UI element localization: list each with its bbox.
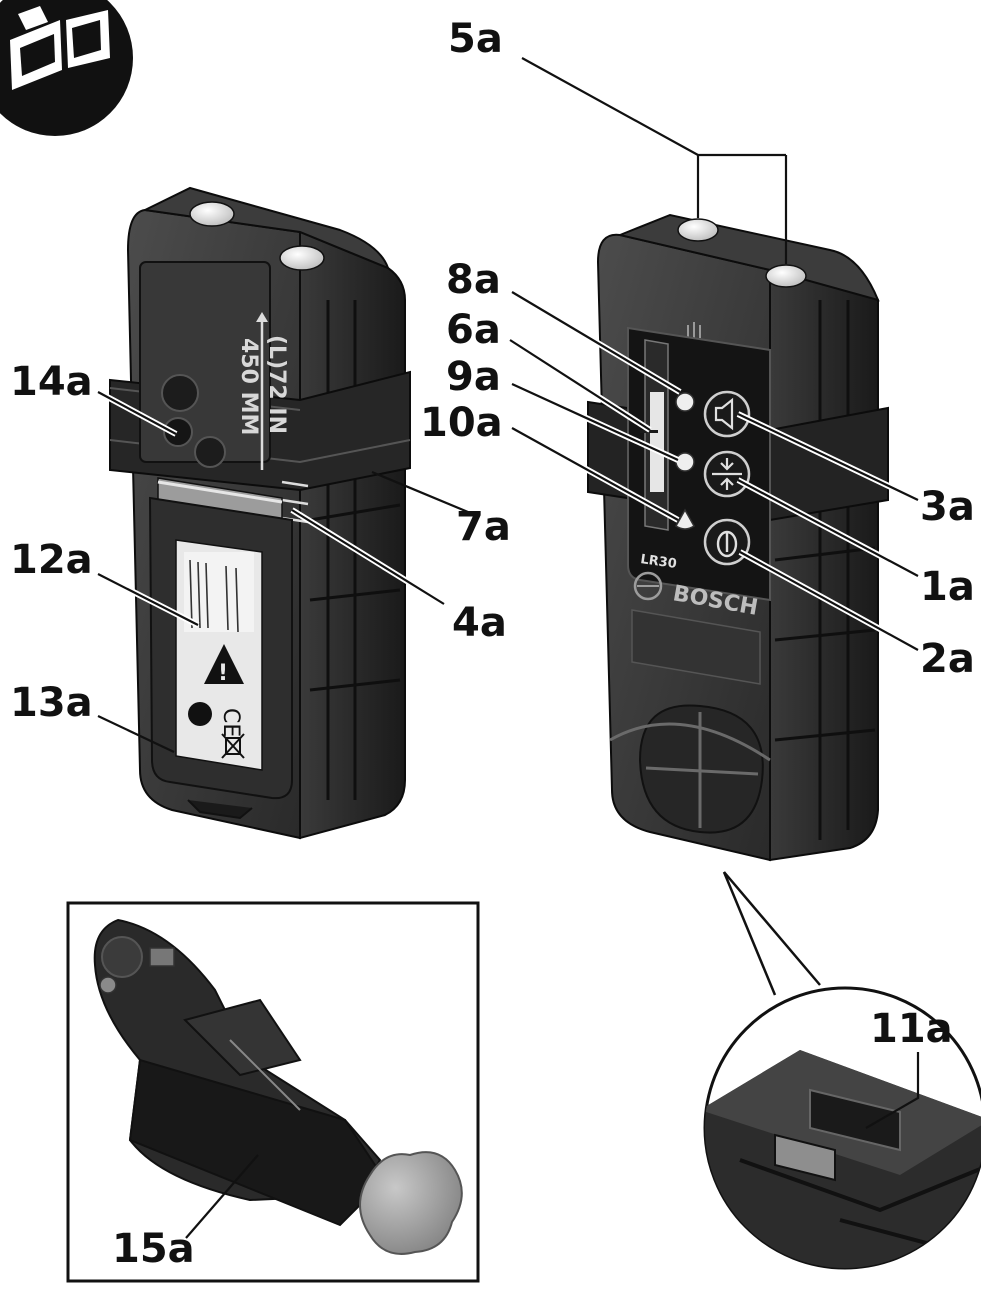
callout-8a: 8a [446,257,501,303]
power-icon [716,530,738,558]
power-button [703,518,751,566]
scale-inch-label: (L)72 IN [264,335,289,434]
speaker-grille [687,322,701,340]
mount-hole-lower [194,436,226,468]
led-upper [675,392,695,412]
callout-9a: 9a [446,354,501,400]
callout-2a: 2a [920,636,975,682]
callout-4a: 4a [452,600,507,646]
mount-hole-main [163,417,193,447]
callout-6a: 6a [446,307,501,353]
top-button-right-rear [279,245,325,271]
callout-15a: 15a [112,1226,195,1272]
callout-12a: 12a [10,537,93,583]
callout-13a: 13a [10,680,93,726]
receiver-rear-view: (L)72 IN 450 MM ! CE [109,186,411,840]
top-button-left-rear [189,201,235,227]
speaker-icon [714,397,734,431]
sound-button [703,390,751,438]
led-center [675,452,695,472]
clamp-knob [359,1151,463,1255]
top-button-right [765,264,807,288]
disposal-bin-icon [221,733,245,759]
precision-button [703,450,751,498]
callout-labels: 5a 8a 6a 9a 10a 14a 12a 13a 7a 4a 3a 1a … [10,16,975,1272]
callout-11a: 11a [870,1006,953,1052]
mount-hole-upper [161,374,199,412]
leader-lines [96,57,920,1239]
scale-mm-label: 450 MM [236,338,261,435]
callout-5a: 5a [448,16,503,62]
callout-3a: 3a [920,484,975,530]
type-label-plate: ! CE [175,539,263,771]
bosch-logo-icon [188,702,212,726]
callout-14a: 14a [10,359,93,405]
receiver-front-view: LR30 BOSCH [587,213,889,862]
callout-1a: 1a [920,564,975,610]
warning-triangle-icon [204,644,244,684]
ce-mark-icon: CE [218,708,243,737]
top-button-left [677,218,719,242]
callout-10a: 10a [420,400,503,446]
callout-7a: 7a [456,504,511,550]
manual-reading-icon [0,0,133,136]
svg-text:!: ! [218,661,228,686]
model-label: LR30 [639,552,677,572]
bosch-logo-icon-front [633,571,663,601]
led-lower [675,508,695,530]
precision-arrows-icon [712,458,742,490]
mounting-bracket-inset [66,901,480,1283]
detail-zoom-bubble [703,871,981,1270]
